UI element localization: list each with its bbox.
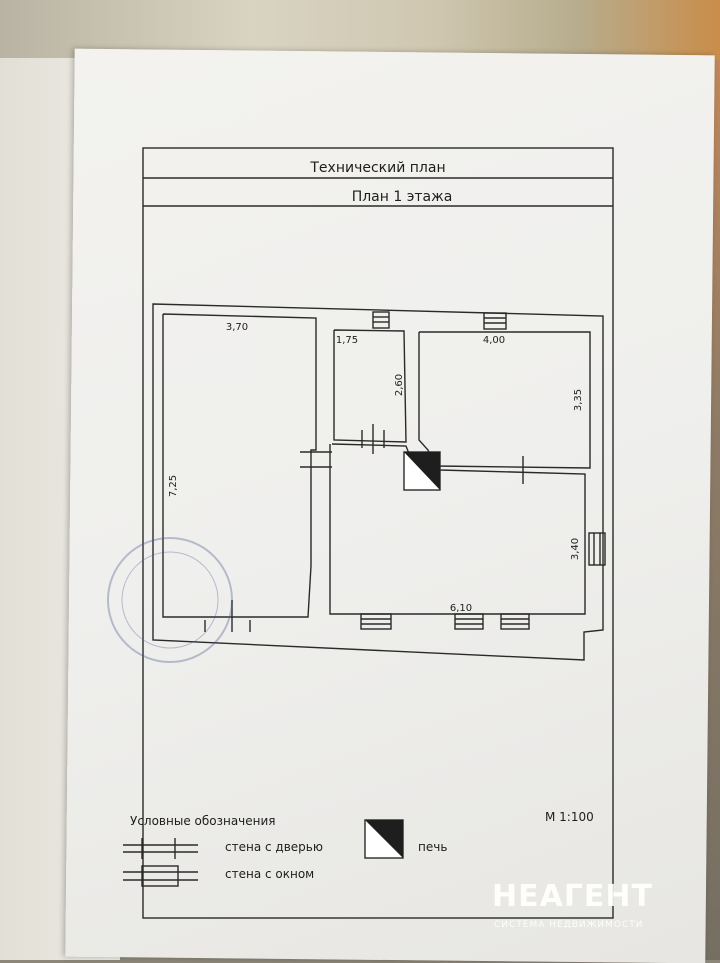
dim-room-small-width: 1,75 xyxy=(336,335,358,346)
window-marks xyxy=(360,311,606,630)
legend-heading: Условные обозначения xyxy=(130,814,276,828)
door-marks xyxy=(204,424,524,632)
legend-door-wall: стена с дверью xyxy=(225,840,323,854)
watermark-brand: НЕАГЕНТ xyxy=(492,879,653,914)
dim-room-topright-height: 3,35 xyxy=(573,389,584,411)
watermark-tagline: СИСТЕМА НЕДВИЖИМОСТИ xyxy=(494,920,644,930)
dim-room-left-width: 3,70 xyxy=(226,322,248,333)
dim-room-small-height: 2,60 xyxy=(394,374,405,396)
dim-room-left-height: 7,25 xyxy=(168,475,179,497)
room-small-wall xyxy=(333,329,407,443)
stamp-seal xyxy=(107,537,233,663)
legend-window-wall: стена с окном xyxy=(225,867,314,881)
building-outer-wall xyxy=(152,303,604,661)
room-left-wall xyxy=(162,313,317,618)
legend-door-symbol xyxy=(123,838,198,859)
room-topright-wall xyxy=(418,331,591,469)
legend-window-symbol xyxy=(123,865,198,887)
plan-title: Технический план xyxy=(309,160,445,176)
drawing-frame xyxy=(142,147,614,919)
dim-room-bottom-height: 3,40 xyxy=(570,538,581,560)
legend-stove: печь xyxy=(418,840,447,854)
plan-scale: М 1:100 xyxy=(545,810,594,824)
plan-subtitle: План 1 этажа xyxy=(352,189,453,205)
room-bottom-wall xyxy=(329,443,586,615)
legend-stove-symbol xyxy=(364,819,404,859)
dim-room-topright-width: 4,00 xyxy=(483,335,505,346)
stove-symbol xyxy=(403,451,441,491)
dim-room-bottom-width: 6,10 xyxy=(450,603,472,614)
